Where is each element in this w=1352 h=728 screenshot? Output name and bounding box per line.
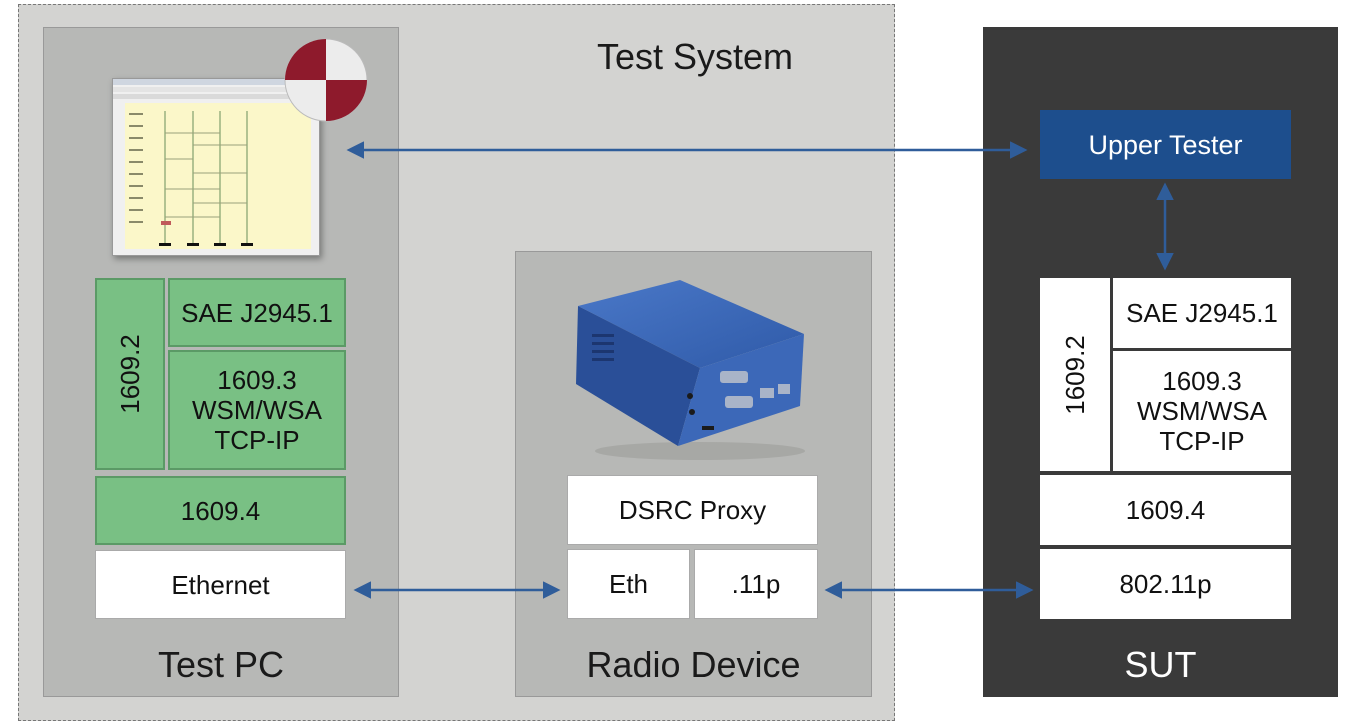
- sut-80211p-box: 802.11p: [1040, 549, 1291, 619]
- testpc-ethernet-text: Ethernet: [171, 569, 270, 600]
- testpc-ethernet-box: Ethernet: [95, 550, 346, 619]
- sut-80211p-text: 802.11p: [1119, 569, 1212, 599]
- sut-sae-j2945-text: SAE J2945.1: [1126, 298, 1278, 328]
- upper-tester-box: Upper Tester: [1040, 110, 1291, 179]
- test-system-title: Test System: [596, 36, 794, 77]
- radio-11p-box: .11p: [694, 549, 818, 619]
- testpc-sae-j2945-box: SAE J2945.1: [168, 278, 346, 347]
- testpc-1609-4-box: 1609.4: [95, 476, 346, 545]
- upper-tester-text: Upper Tester: [1088, 129, 1243, 160]
- sut-1609-3-box: 1609.3 WSM/WSA TCP-IP: [1113, 351, 1291, 471]
- radio-eth-text: Eth: [608, 569, 649, 599]
- sut-sae-j2945-box: SAE J2945.1: [1113, 278, 1291, 348]
- sut-1609-2-box: 1609.2: [1040, 278, 1110, 471]
- screenshot-menubar: [113, 87, 319, 92]
- screenshot-toolbar: [113, 94, 319, 99]
- testpc-wsm-wsa-text: WSM/WSA: [192, 395, 322, 425]
- sut-tcp-ip-text: TCP-IP: [1159, 426, 1245, 456]
- testpc-1609-3-box: 1609.3 WSM/WSA TCP-IP: [168, 350, 346, 470]
- testpc-1609-2-box: 1609.2: [95, 278, 165, 470]
- testpc-1609-3-text: 1609.3: [217, 365, 297, 395]
- testpc-sae-j2945-text: SAE J2945.1: [181, 297, 333, 328]
- radio-device-label: Radio Device: [586, 644, 801, 685]
- testpc-1609-4-text: 1609.4: [180, 495, 261, 526]
- sut-1609-4-box: 1609.4: [1040, 475, 1291, 545]
- radio-device-hardware-icon: [576, 280, 805, 460]
- testpc-tcp-ip-text: TCP-IP: [214, 425, 300, 455]
- sut-1609-4-text: 1609.4: [1125, 495, 1206, 525]
- test-tool-screenshot: [112, 78, 320, 256]
- radio-eth-box: Eth: [567, 549, 690, 619]
- sut-1609-3-text: 1609.3: [1162, 366, 1242, 396]
- radio-11p-text: .11p: [731, 569, 781, 599]
- screenshot-sequence-chart: [125, 103, 311, 249]
- sequence-chart-lines: [129, 111, 253, 246]
- dsrc-proxy-box: DSRC Proxy: [567, 475, 818, 545]
- test-pc-label: Test PC: [157, 644, 285, 685]
- sut-label: SUT: [1124, 644, 1197, 685]
- sut-wsm-wsa-text: WSM/WSA: [1137, 396, 1267, 426]
- dsrc-proxy-text: DSRC Proxy: [618, 495, 767, 525]
- ttworkbench-logo-icon: [284, 38, 368, 122]
- screenshot-titlebar: [113, 79, 319, 85]
